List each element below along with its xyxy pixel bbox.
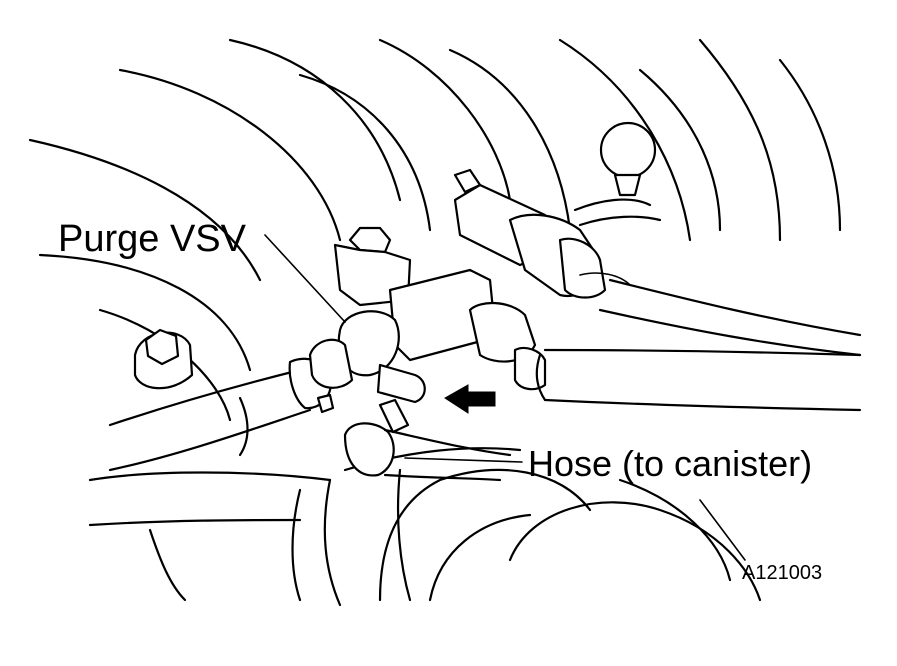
bolt-left <box>133 328 194 390</box>
hose-to-canister <box>343 398 512 482</box>
upper-connector <box>453 168 862 357</box>
leader-lines <box>264 234 746 561</box>
flow-arrow-icon <box>444 384 496 414</box>
background-arcs <box>28 38 842 422</box>
figure-id-label: A121003 <box>742 562 823 584</box>
vsv-connector <box>468 301 547 391</box>
purge-vsv-label: Purge VSV <box>58 218 246 260</box>
lower-housing <box>88 447 762 607</box>
ball-joint <box>573 121 662 227</box>
hose-label: Hose (to canister) <box>528 443 813 484</box>
right-hose <box>535 348 862 412</box>
left-hose <box>108 368 312 472</box>
